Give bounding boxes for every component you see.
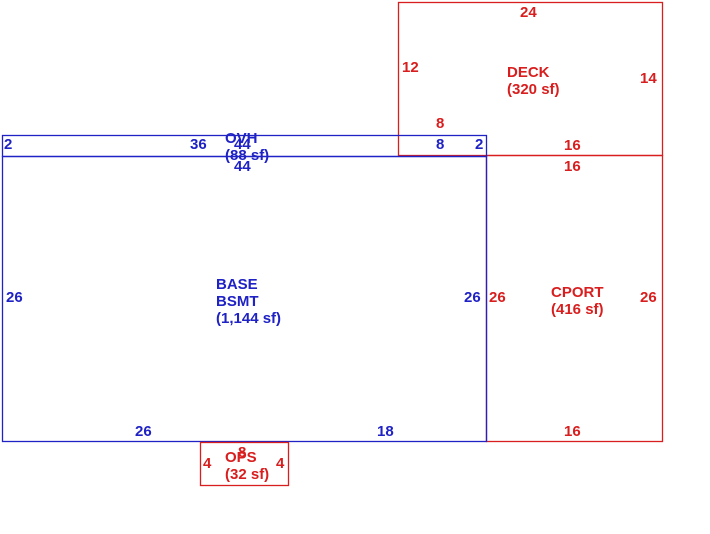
cport-area-label: (416 sf) bbox=[551, 301, 604, 318]
cport-left-dimension: 26 bbox=[489, 289, 506, 306]
base-bottom-dimension-26: 26 bbox=[135, 423, 152, 440]
ops-left-dimension: 4 bbox=[203, 455, 212, 472]
ops-top-dimension: 8 bbox=[238, 444, 246, 461]
deck-inner-dimension: 8 bbox=[436, 115, 444, 132]
cport-right-dimension: 26 bbox=[640, 289, 657, 306]
porch-outline bbox=[199, 441, 290, 487]
base-area-label: (1,144 sf) bbox=[216, 310, 281, 327]
base-left-dimension: 26 bbox=[6, 289, 23, 306]
deck-right-dimension: 14 bbox=[640, 70, 657, 87]
cport-bottom-dimension: 16 bbox=[564, 423, 581, 440]
base-name-label: BASE bbox=[216, 276, 258, 293]
ops-area-label: (32 sf) bbox=[225, 466, 269, 483]
base-bottom-dimension-18: 18 bbox=[377, 423, 394, 440]
deck-left-dimension: 12 bbox=[402, 59, 419, 76]
ovh-top-dimension-44: 44 bbox=[234, 136, 251, 153]
deck-bottom-dimension: 16 bbox=[564, 137, 581, 154]
cport-top-dimension: 16 bbox=[564, 158, 581, 175]
ovh-inner-dimension: 8 bbox=[436, 136, 444, 153]
cport-name-label: CPORT bbox=[551, 284, 604, 301]
deck-name-label: DECK bbox=[507, 64, 550, 81]
ovh-left-dimension: 2 bbox=[4, 136, 12, 153]
ovh-right-dimension: 2 bbox=[475, 136, 483, 153]
ovh-top-dimension-36: 36 bbox=[190, 136, 207, 153]
base-right-dimension: 26 bbox=[464, 289, 481, 306]
ops-right-dimension: 4 bbox=[276, 455, 285, 472]
deck-area-label: (320 sf) bbox=[507, 81, 560, 98]
ovh-area-label: (88 sf) bbox=[225, 147, 269, 164]
ovh-name-label: OVH bbox=[225, 130, 258, 147]
ovh-bottom-dimension: 44 bbox=[234, 158, 251, 175]
basement-outline bbox=[1, 155, 488, 443]
deck-top-dimension: 24 bbox=[520, 4, 537, 21]
base-name2-label: BSMT bbox=[216, 293, 259, 310]
ops-name-label: OPS bbox=[225, 449, 257, 466]
